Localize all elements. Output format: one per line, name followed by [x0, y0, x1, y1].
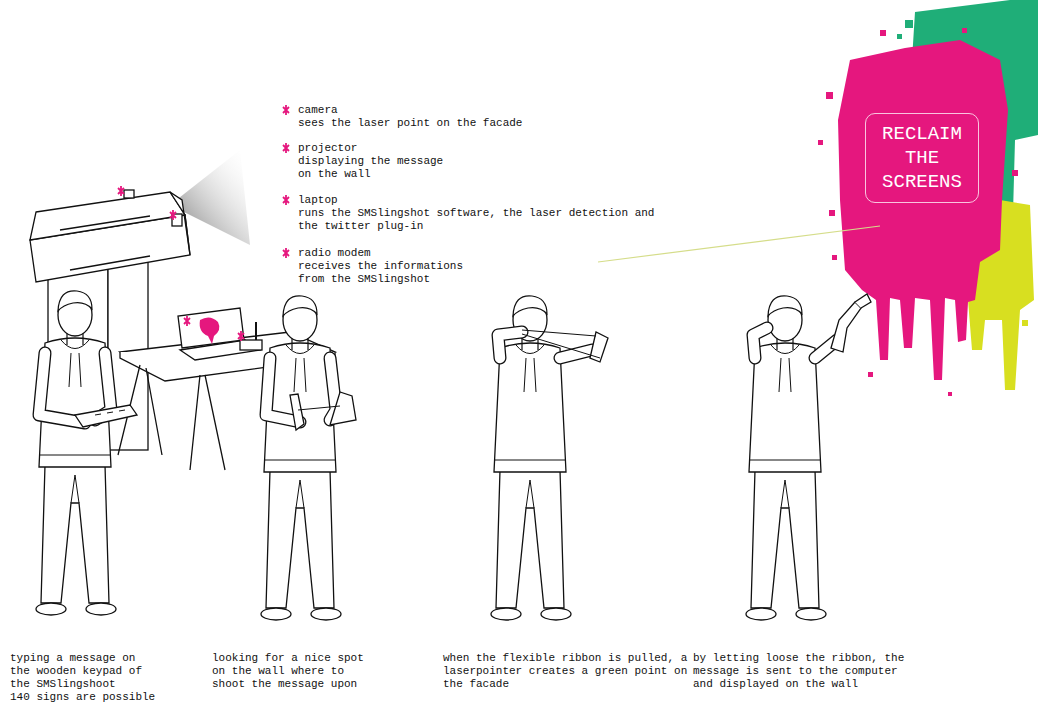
slogan-box: RECLAIM THE SCREENS	[865, 113, 978, 203]
projector-stand	[30, 192, 185, 240]
paint-splat	[832, 255, 837, 260]
projector-stand	[124, 190, 134, 198]
paint-splat	[1022, 320, 1028, 326]
paint-splat	[818, 0, 1038, 396]
callout-title: radio modem	[298, 247, 562, 260]
callout-title: laptop	[298, 194, 562, 207]
markers	[283, 195, 289, 205]
step-caption: 140 signs are possible	[10, 691, 168, 704]
paint-splat	[948, 392, 952, 396]
markers	[283, 248, 289, 258]
person-pulling	[522, 330, 600, 358]
laptop	[178, 308, 244, 348]
step-caption: typing a message on the wooden keypad of…	[10, 652, 149, 691]
markers	[184, 316, 190, 326]
paint-splat	[962, 28, 967, 33]
paint-splat	[829, 210, 835, 216]
person-shooting	[831, 302, 861, 352]
markers	[170, 210, 176, 220]
paint-splat	[897, 34, 902, 39]
person-pulling	[498, 332, 592, 358]
person-aiming	[290, 392, 356, 430]
callout-text: receives the informations from the SMSli…	[298, 260, 476, 286]
projector-stand	[60, 216, 150, 270]
person-typing	[36, 291, 137, 615]
person-shooting	[746, 294, 871, 620]
person-pulling	[491, 296, 608, 620]
laptop	[178, 308, 260, 360]
person-shooting	[855, 294, 871, 308]
callout-title: camera	[298, 104, 562, 117]
paint-splat	[826, 92, 833, 99]
radio-modem	[255, 322, 257, 340]
markers	[283, 143, 289, 153]
laptop	[200, 317, 220, 344]
person-typing	[36, 291, 116, 615]
markers	[283, 105, 289, 115]
paint-splat	[905, 20, 913, 28]
callout-title: projector	[298, 142, 562, 155]
person-typing	[75, 405, 137, 427]
paint-splat	[880, 30, 886, 36]
paint-splat	[818, 140, 823, 145]
person-pulling	[498, 332, 592, 358]
step-caption: by letting loose the ribbon, the message…	[693, 652, 917, 691]
person-aiming	[298, 406, 340, 410]
paint-splat	[1012, 170, 1018, 176]
markers	[238, 331, 244, 341]
person-aiming	[261, 296, 356, 620]
markers	[118, 186, 124, 196]
person-shooting	[753, 328, 837, 358]
step-caption: when the flexible ribbon is pulled, a la…	[443, 652, 687, 691]
projector-stand	[170, 192, 190, 255]
callout-text: runs the SMSlingshot software, the laser…	[298, 207, 668, 233]
slogan-text: RECLAIM THE SCREENS	[876, 122, 967, 194]
laser-beam	[598, 226, 880, 262]
callout-text: displaying the message on the wall	[298, 155, 450, 181]
person-typing	[95, 410, 125, 415]
callout-text: sees the laser point on the facade	[298, 117, 562, 130]
radio-modem	[240, 340, 262, 350]
step-caption: looking for a nice spot on the wall wher…	[212, 652, 370, 691]
radio-modem	[240, 322, 262, 350]
person-aiming	[261, 296, 341, 620]
paint-splat	[838, 40, 1008, 380]
markers	[118, 105, 289, 341]
laser-beam	[598, 226, 880, 262]
person-shooting	[753, 328, 837, 358]
paint-splat	[868, 372, 873, 377]
